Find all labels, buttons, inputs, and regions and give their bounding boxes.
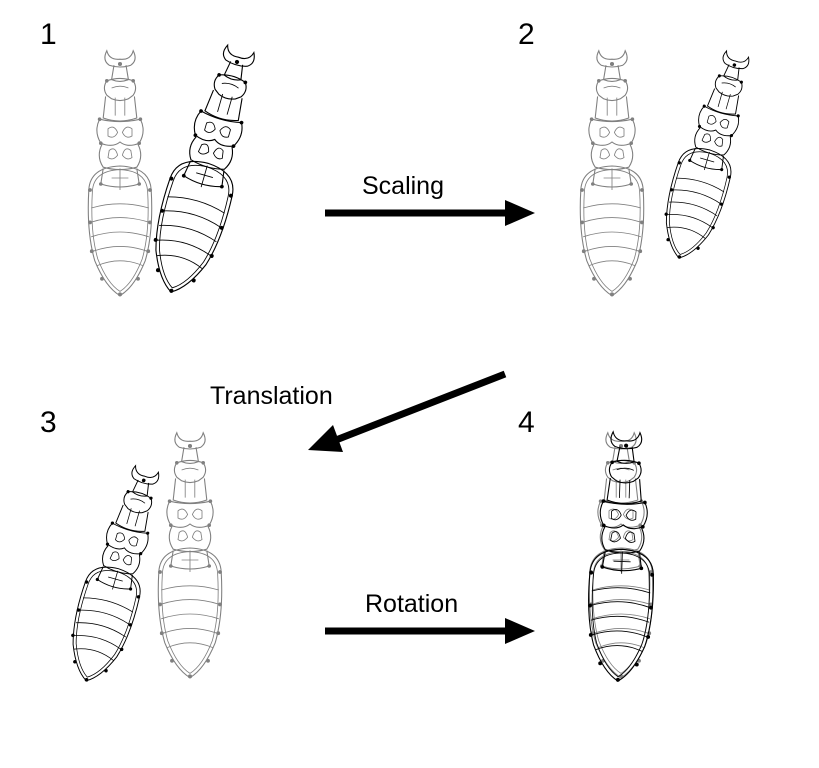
panel-1 xyxy=(87,39,274,303)
panel-3 xyxy=(57,432,223,690)
reference-specimen-3 xyxy=(157,432,223,679)
reference-specimen-2 xyxy=(579,50,645,297)
target-specimen-1 xyxy=(138,39,274,303)
rotation-label: Rotation xyxy=(365,590,458,618)
rotation-arrow xyxy=(325,618,535,644)
panel-4 xyxy=(584,430,660,684)
scaling-label: Scaling xyxy=(362,172,444,200)
target-specimen-3 xyxy=(57,460,176,690)
panel-number-1: 1 xyxy=(40,18,57,51)
panel-number-4: 4 xyxy=(518,406,535,439)
target-specimen-2 xyxy=(651,45,765,267)
reference-specimen-1 xyxy=(87,50,153,297)
panel-number-2: 2 xyxy=(518,18,535,51)
panel-number-3: 3 xyxy=(40,406,57,439)
panel-2 xyxy=(579,45,765,297)
scaling-arrow xyxy=(325,200,535,226)
translation-label: Translation xyxy=(210,382,333,410)
translation-arrow xyxy=(308,370,507,452)
